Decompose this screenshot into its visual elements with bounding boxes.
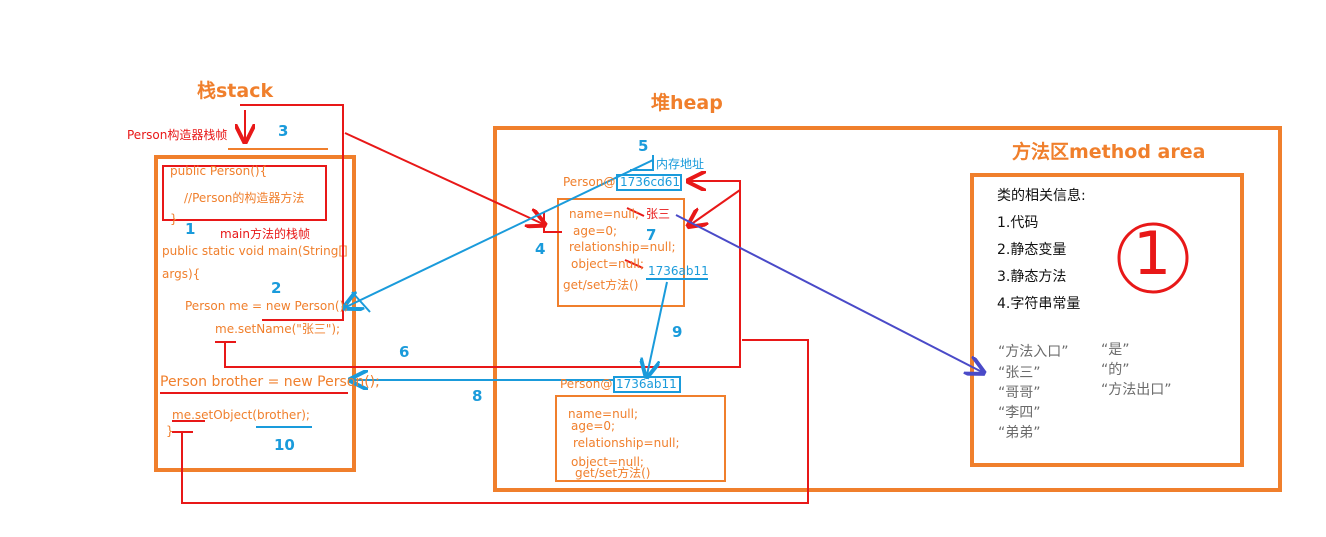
red-path-10 [172,339,809,504]
obj1-field-age: age=0; [573,224,618,238]
stack-title: 栈stack [197,80,274,102]
obj1-ref-prefix: Person@ [563,175,616,189]
step-5: 5 [638,137,649,155]
obj1-field-object: object=null; [571,257,644,271]
blue-tick-6 [351,291,371,313]
main-frame-label: main方法的栈帧 [220,227,310,241]
constructor-line-2: //Person的构造器方法 [184,191,305,205]
obj2-field-name: name=null; [568,407,639,421]
obj1-name-value: 张三 [646,207,671,221]
red-arrow-to-heap [344,132,543,224]
heap-title: 堆heap [651,92,723,114]
method-item-3: 3.静态方法 [997,269,1067,285]
step-9: 9 [672,323,683,341]
constructor-close: } [170,212,178,226]
person-frame-label: Person构造器栈帧 [127,128,228,142]
constant-1: “方法入口” [998,344,1069,360]
set-name-line: me.setName("张三"); [215,322,341,336]
set-object-line: me.setObject(brother); [172,408,310,422]
step-8: 8 [472,387,483,405]
method-item-4: 4.字符串常量 [997,296,1081,312]
step-7: 7 [646,226,657,244]
step-10: 10 [274,436,295,454]
indigo-arrow [675,214,982,372]
main-sig-line-1: public static void main(String[] [162,244,348,258]
obj1-field-name: name=null; [569,207,640,221]
constructor-line-1: public Person(){ [170,164,268,178]
blue-arrow-5 [346,159,654,307]
step-6: 6 [399,343,410,361]
red-path-6 [215,181,741,368]
obj1-addr: 1736cd61 [620,175,681,189]
method-item-2: 2.静态变量 [997,242,1067,258]
blue-arrow-9 [647,281,668,375]
main-sig-line-2: args){ [162,267,201,281]
step-1: 1 [185,220,196,238]
obj2-addr: 1736ab11 [616,377,677,391]
red-step-4 [543,212,562,233]
obj1-methods: get/set方法() [563,278,639,292]
new-person-line: Person me = new Person(); [185,299,349,313]
step-3: 3 [278,122,289,140]
obj1-field-relationship: relationship=null; [569,240,676,254]
red-strike-name [626,207,645,217]
red-path-frame [240,104,344,321]
heap-object-2 [555,395,726,482]
obj2-field-object: object=null; [571,455,644,469]
method-area-title: 方法区method area [1012,141,1206,163]
close-brace: } [166,424,174,438]
obj2-field-relationship: relationship=null; [573,436,680,450]
circle-number: 1 [1133,219,1172,289]
step-2: 2 [271,279,282,297]
heap-box [493,126,1282,492]
method-area-box [970,173,1244,467]
red-strike-object [624,259,644,269]
constant-5: “弟弟” [998,425,1041,441]
number-circle [1117,222,1189,294]
brother-line: Person brother = new Person(); [160,374,380,390]
red-arrow-7 [690,189,741,225]
constant-7: “的” [1101,362,1130,378]
stack-frame-box [154,155,356,472]
obj2-methods: get/set方法() [575,466,651,480]
heap-object-1 [557,198,685,307]
constructor-frame-box [162,165,327,221]
constant-6: “是” [1101,342,1130,358]
obj2-ref-prefix: Person@ [560,377,613,391]
constant-8: “方法出口” [1101,382,1172,398]
method-item-1: 1.代码 [997,215,1039,231]
memory-address-label: 内存地址 [656,157,705,171]
method-info-title: 类的相关信息: [997,188,1086,204]
constant-4: “李四” [998,405,1041,421]
step-4: 4 [535,240,546,258]
obj2-field-age: age=0; [571,419,616,433]
constant-2: “张三” [998,365,1041,381]
constant-3: “哥哥” [998,385,1041,401]
obj1-object-value: 1736ab11 [648,264,709,278]
